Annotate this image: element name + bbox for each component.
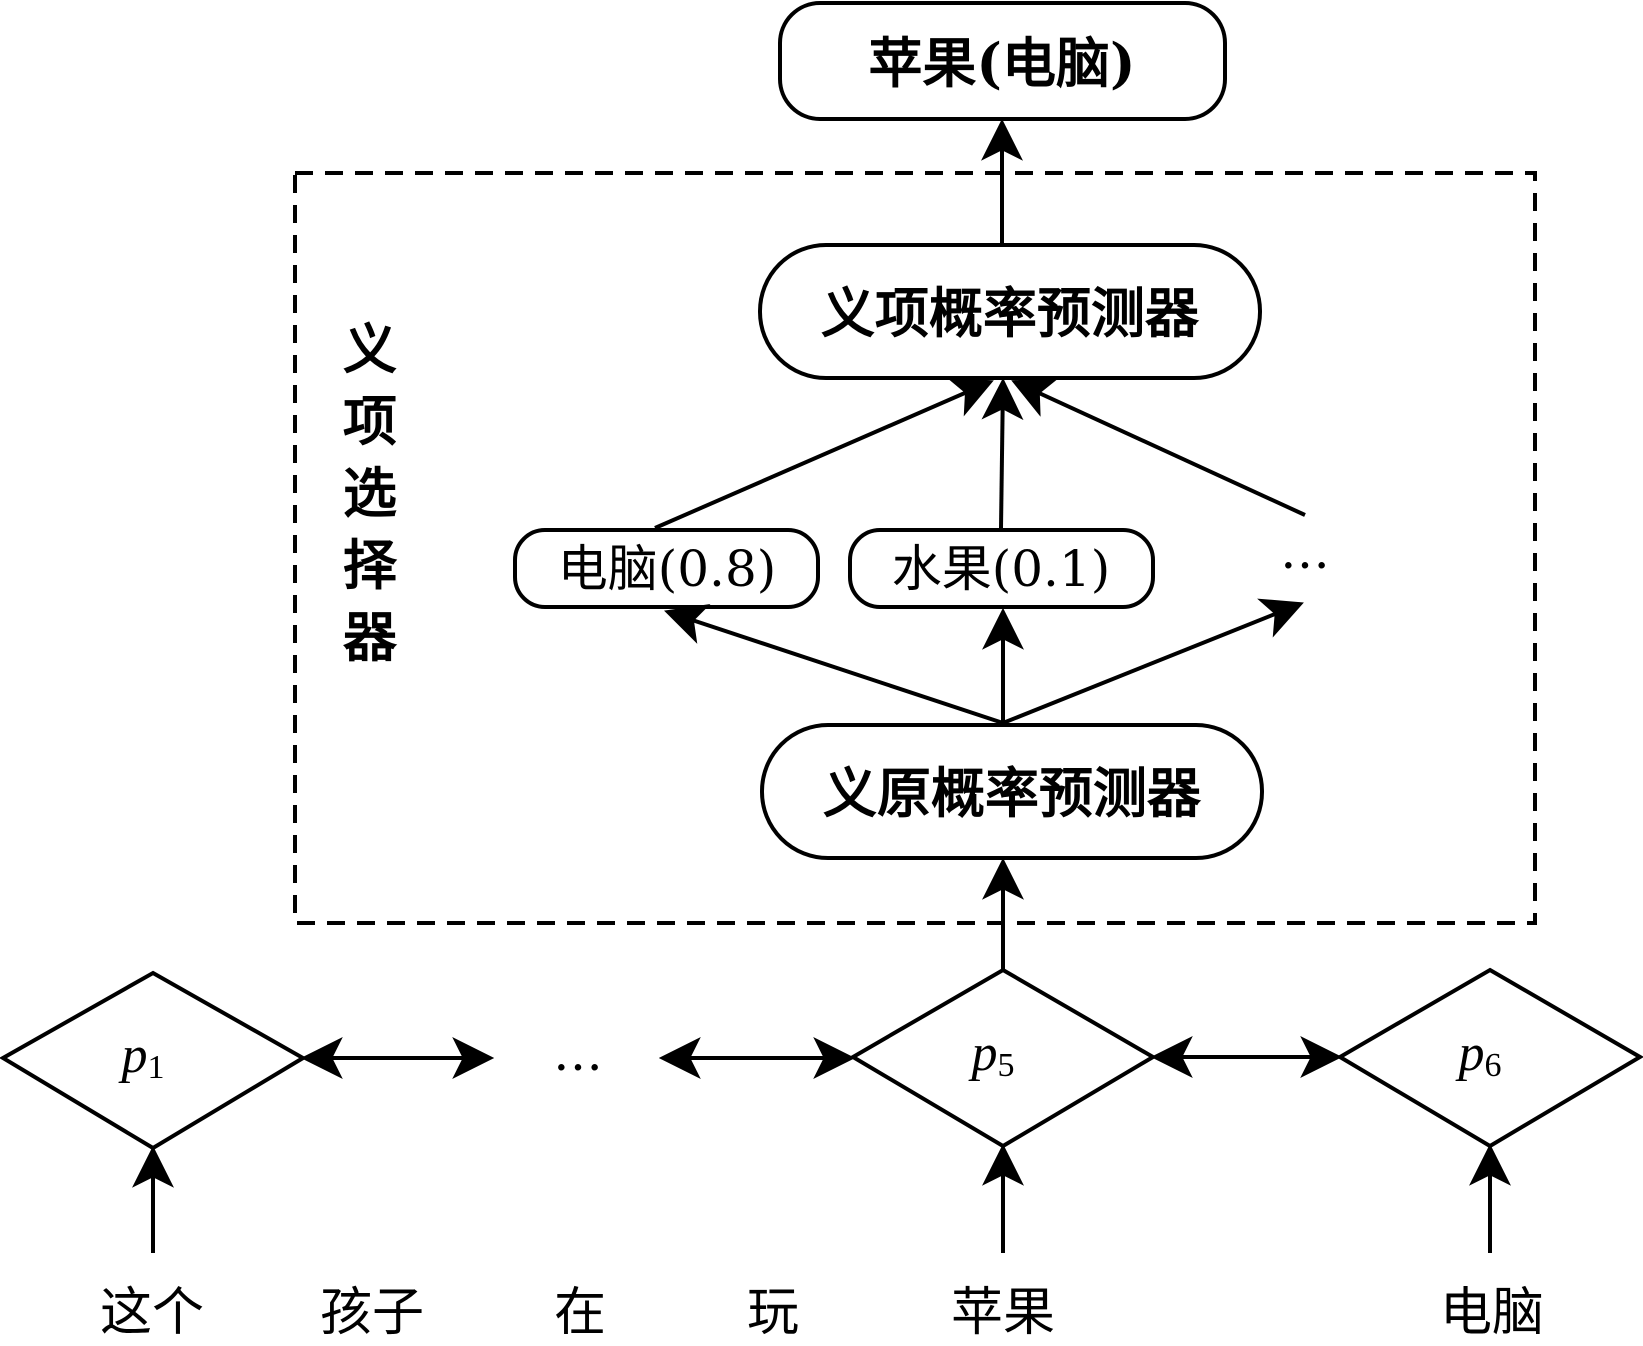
sense-box-fruit <box>848 528 1155 609</box>
sense-ellipsis: … <box>1280 522 1330 580</box>
word-6: 电脑 <box>1440 1283 1544 1343</box>
lstm-ellipsis: … <box>553 1024 603 1082</box>
selector-char-2: 项 <box>343 389 397 453</box>
word-3: 在 <box>554 1283 606 1343</box>
arrow-computer-to-sense-predictor <box>654 377 994 530</box>
sememe-predictor-label: 义原概率预测器 <box>823 761 1202 825</box>
node-p1-label: p1 <box>118 1027 165 1086</box>
word-4: 玩 <box>747 1283 799 1343</box>
output-label: 苹果(电脑) <box>868 31 1135 95</box>
selector-char-3: 选 <box>343 461 397 525</box>
word-2: 孩子 <box>320 1283 424 1343</box>
word-1: 这个 <box>100 1283 204 1343</box>
node-p6-label: p6 <box>1455 1025 1502 1084</box>
selector-char-5: 器 <box>343 605 398 669</box>
arrow-sememe-to-ellipsis <box>1002 598 1304 725</box>
arrow-sememe-to-computer <box>664 603 1004 725</box>
sense-predictor-label: 义项概率预测器 <box>821 281 1200 345</box>
arrow-fruit-to-sense-predictor <box>981 377 1024 529</box>
word-5: 苹果 <box>951 1283 1055 1343</box>
sense-label-computer: 电脑(0.8) <box>558 540 777 598</box>
sense-label-fruit: 水果(0.1) <box>892 540 1111 598</box>
sense-selector-frame <box>293 171 1537 925</box>
node-p5-label: p5 <box>968 1025 1015 1084</box>
selector-char-4: 择 <box>343 533 398 597</box>
arrow-ellipsis-to-sense-predictor <box>1011 378 1306 517</box>
selector-char-1: 义 <box>343 317 397 381</box>
sense-selector-label: 义 项 选 择 器 <box>343 317 398 669</box>
